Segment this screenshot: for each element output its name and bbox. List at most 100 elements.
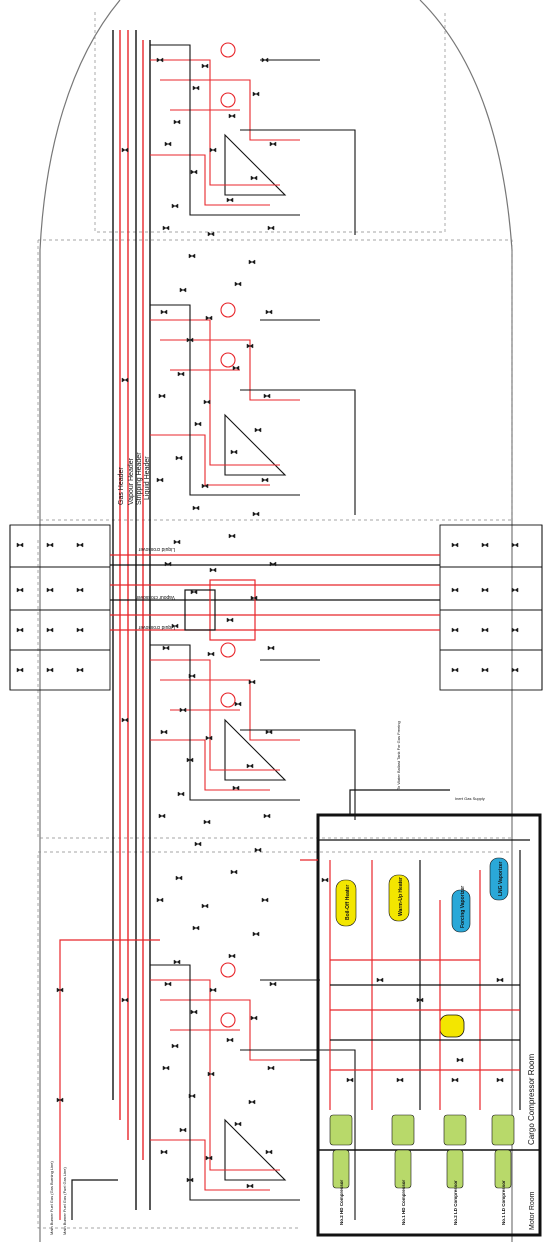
valve-icon[interactable] — [207, 651, 215, 657]
valve-icon[interactable] — [179, 287, 187, 293]
valve-icon[interactable] — [156, 477, 164, 483]
valve-icon[interactable] — [205, 315, 213, 321]
valve-icon[interactable] — [76, 542, 84, 548]
valve-icon[interactable] — [173, 539, 181, 545]
valve-icon[interactable] — [16, 542, 24, 548]
valve-icon[interactable] — [162, 225, 170, 231]
valve-icon[interactable] — [252, 511, 260, 517]
valve-icon[interactable] — [254, 847, 262, 853]
valve-icon[interactable] — [56, 1097, 64, 1103]
valve-icon[interactable] — [246, 343, 254, 349]
valve-icon[interactable] — [203, 819, 211, 825]
valve-icon[interactable] — [16, 627, 24, 633]
valve-icon[interactable] — [261, 57, 269, 63]
valve-icon[interactable] — [228, 533, 236, 539]
valve-icon[interactable] — [250, 1015, 258, 1021]
valve-icon[interactable] — [376, 977, 384, 983]
valve-icon[interactable] — [228, 953, 236, 959]
valve-icon[interactable] — [396, 1077, 404, 1083]
valve-icon[interactable] — [121, 717, 129, 723]
valve-icon[interactable] — [164, 561, 172, 567]
valve-icon[interactable] — [156, 57, 164, 63]
valve-icon[interactable] — [252, 91, 260, 97]
valve-icon[interactable] — [201, 63, 209, 69]
valve-icon[interactable] — [226, 617, 234, 623]
valve-icon[interactable] — [201, 903, 209, 909]
valve-icon[interactable] — [456, 1057, 464, 1063]
valve-icon[interactable] — [234, 1121, 242, 1127]
valve-icon[interactable] — [188, 253, 196, 259]
valve-icon[interactable] — [171, 1043, 179, 1049]
valve-icon[interactable] — [207, 231, 215, 237]
valve-icon[interactable] — [234, 701, 242, 707]
valve-icon[interactable] — [346, 1077, 354, 1083]
valve-icon[interactable] — [511, 627, 519, 633]
valve-icon[interactable] — [232, 365, 240, 371]
valve-icon[interactable] — [192, 505, 200, 511]
valve-icon[interactable] — [160, 729, 168, 735]
valve-icon[interactable] — [16, 667, 24, 673]
valve-icon[interactable] — [194, 421, 202, 427]
valve-icon[interactable] — [121, 377, 129, 383]
valve-icon[interactable] — [164, 141, 172, 147]
valve-icon[interactable] — [248, 259, 256, 265]
valve-icon[interactable] — [164, 981, 172, 987]
valve-icon[interactable] — [254, 427, 262, 433]
valve-icon[interactable] — [190, 169, 198, 175]
valve-icon[interactable] — [226, 1037, 234, 1043]
valve-icon[interactable] — [265, 729, 273, 735]
valve-icon[interactable] — [232, 785, 240, 791]
valve-icon[interactable] — [267, 645, 275, 651]
valve-icon[interactable] — [451, 1077, 459, 1083]
valve-icon[interactable] — [451, 627, 459, 633]
valve-icon[interactable] — [171, 203, 179, 209]
valve-icon[interactable] — [175, 455, 183, 461]
valve-icon[interactable] — [265, 1149, 273, 1155]
valve-icon[interactable] — [511, 667, 519, 673]
valve-icon[interactable] — [192, 925, 200, 931]
valve-icon[interactable] — [451, 542, 459, 548]
valve-icon[interactable] — [177, 371, 185, 377]
valve-icon[interactable] — [230, 869, 238, 875]
valve-icon[interactable] — [267, 225, 275, 231]
valve-icon[interactable] — [158, 393, 166, 399]
valve-icon[interactable] — [263, 393, 271, 399]
valve-icon[interactable] — [261, 477, 269, 483]
valve-icon[interactable] — [248, 679, 256, 685]
valve-icon[interactable] — [186, 337, 194, 343]
valve-icon[interactable] — [321, 877, 329, 883]
valve-icon[interactable] — [205, 1155, 213, 1161]
valve-icon[interactable] — [56, 987, 64, 993]
valve-icon[interactable] — [190, 589, 198, 595]
valve-icon[interactable] — [246, 763, 254, 769]
valve-icon[interactable] — [248, 1099, 256, 1105]
valve-icon[interactable] — [179, 1127, 187, 1133]
valve-icon[interactable] — [250, 595, 258, 601]
valve-icon[interactable] — [76, 587, 84, 593]
valve-icon[interactable] — [451, 587, 459, 593]
valve-icon[interactable] — [179, 707, 187, 713]
valve-icon[interactable] — [158, 813, 166, 819]
valve-icon[interactable] — [121, 997, 129, 1003]
valve-icon[interactable] — [267, 1065, 275, 1071]
valve-icon[interactable] — [203, 399, 211, 405]
valve-icon[interactable] — [201, 483, 209, 489]
valve-icon[interactable] — [511, 542, 519, 548]
valve-icon[interactable] — [16, 587, 24, 593]
valve-icon[interactable] — [188, 1093, 196, 1099]
valve-icon[interactable] — [209, 567, 217, 573]
valve-icon[interactable] — [209, 147, 217, 153]
valve-icon[interactable] — [496, 977, 504, 983]
valve-icon[interactable] — [162, 645, 170, 651]
valve-icon[interactable] — [46, 542, 54, 548]
valve-icon[interactable] — [186, 1177, 194, 1183]
valve-icon[interactable] — [160, 309, 168, 315]
valve-icon[interactable] — [496, 1077, 504, 1083]
valve-icon[interactable] — [226, 197, 234, 203]
valve-icon[interactable] — [207, 1071, 215, 1077]
valve-icon[interactable] — [46, 667, 54, 673]
valve-icon[interactable] — [481, 627, 489, 633]
valve-icon[interactable] — [173, 119, 181, 125]
valve-icon[interactable] — [269, 561, 277, 567]
valve-icon[interactable] — [250, 175, 258, 181]
